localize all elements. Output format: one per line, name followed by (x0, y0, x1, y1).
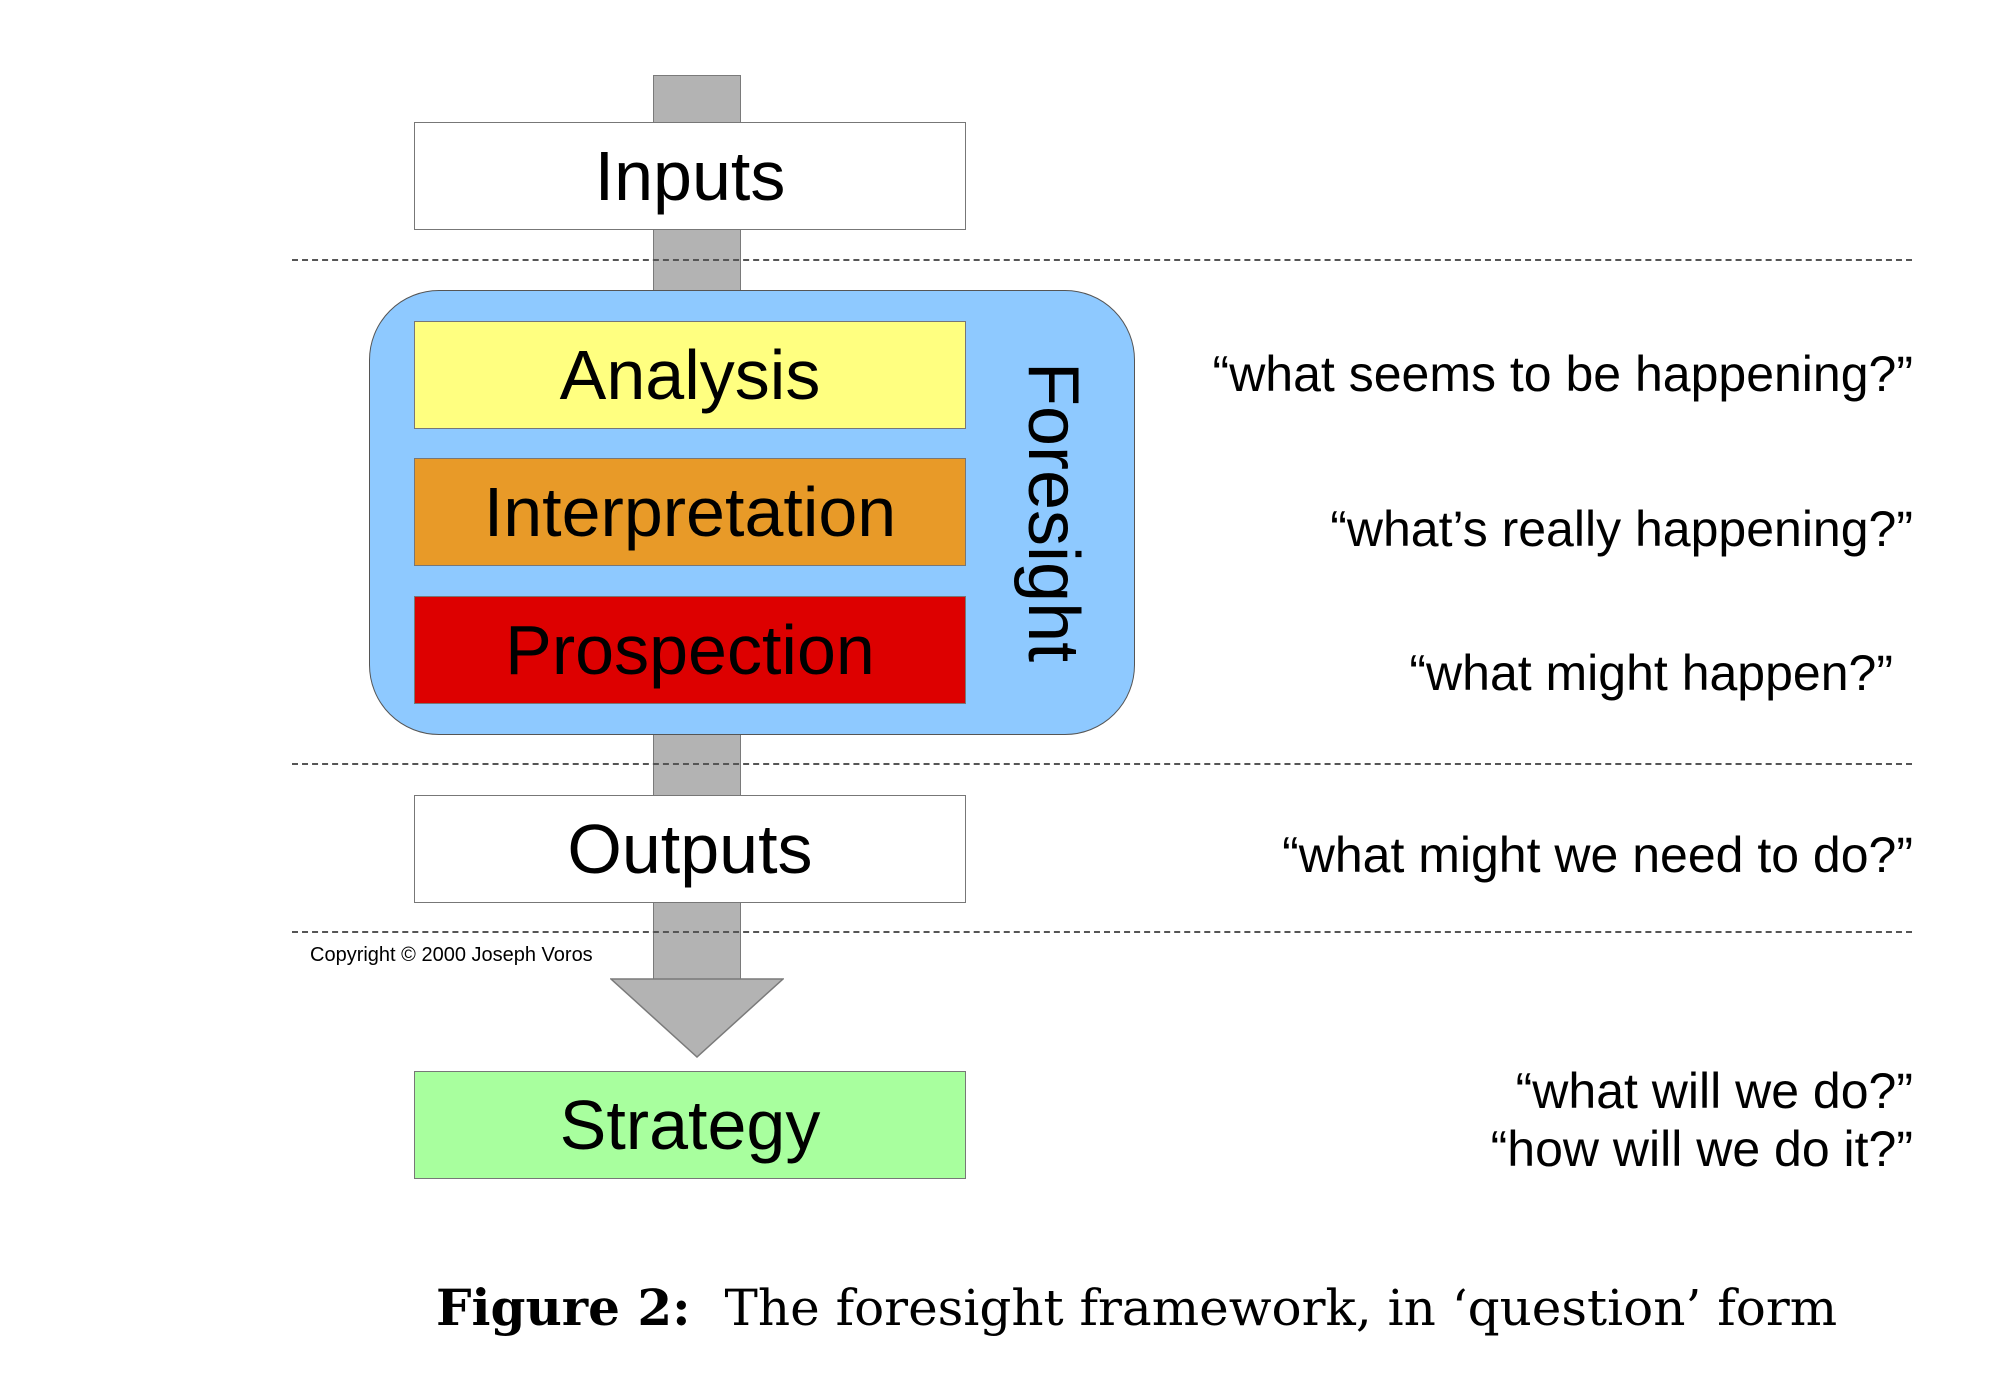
question-strategy-line2: “how will we do it?” (1490, 1121, 1913, 1177)
inputs-box: Inputs (414, 122, 966, 230)
copyright-notice: Copyright © 2000 Joseph Voros (310, 944, 593, 966)
separator-top (292, 259, 1912, 261)
question-outputs: “what might we need to do?” (1282, 827, 1913, 883)
foresight-label: Foresight (1013, 362, 1093, 663)
question-interpretation: “what’s really happening?” (1330, 501, 1913, 557)
flow-arrow-head (610, 978, 784, 1058)
question-strategy-line1: “what will we do?” (1515, 1063, 1913, 1119)
question-analysis: “what seems to be happening?” (1212, 346, 1913, 402)
figure-caption: Figure 2: The foresight framework, in ‘q… (436, 1278, 1837, 1337)
figure-caption-text: The foresight framework, in ‘question’ f… (724, 1279, 1838, 1337)
interpretation-box: Interpretation (414, 458, 966, 566)
separator-bottom (292, 931, 1912, 933)
separator-middle (292, 763, 1912, 765)
figure-caption-label: Figure 2: (436, 1278, 691, 1337)
analysis-box: Analysis (414, 321, 966, 429)
question-prospection: “what might happen?” (1409, 645, 1893, 701)
prospection-box: Prospection (414, 596, 966, 704)
strategy-box: Strategy (414, 1071, 966, 1179)
outputs-box: Outputs (414, 795, 966, 903)
